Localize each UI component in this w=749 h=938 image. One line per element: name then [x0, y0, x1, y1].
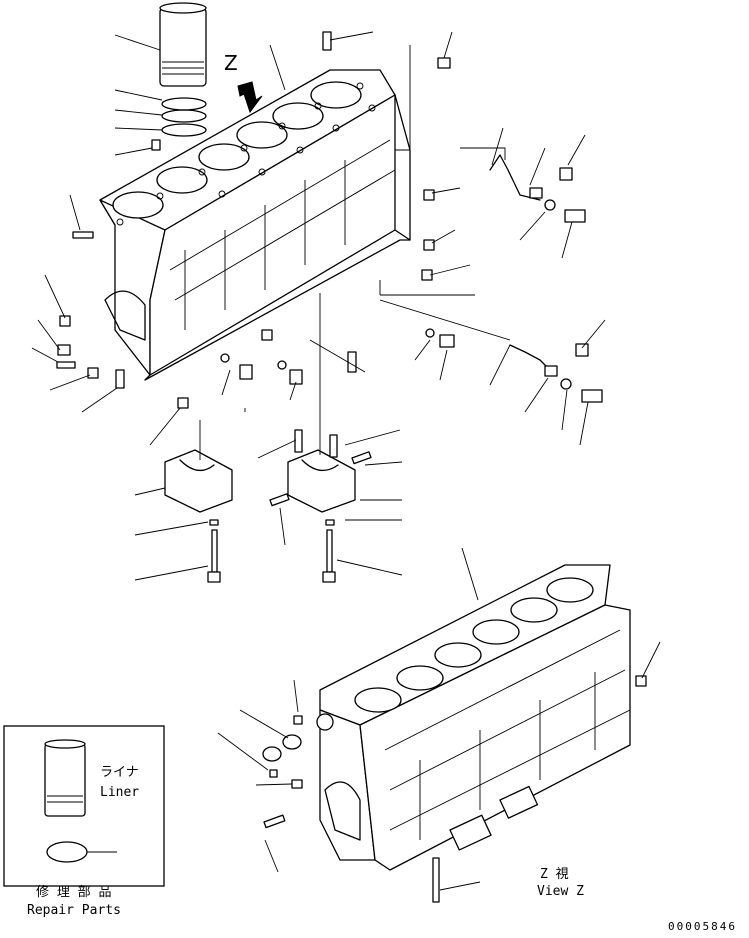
view-z-label-jp: Z 視	[540, 867, 569, 882]
liner-label-jp: ライナ	[100, 765, 139, 780]
fittings-and-plugs	[56, 31, 455, 409]
repair-liner-drawing	[44, 739, 117, 863]
view-z-bores	[354, 577, 594, 713]
repair-parts-title-jp: 修 理 部 品	[36, 885, 111, 900]
main-bearing-cap-left	[164, 449, 233, 583]
oil-jet-assemblies	[489, 154, 603, 403]
repair-parts-inset: ライナ Liner 修 理 部 品 Repair Parts	[3, 725, 165, 918]
deck-bolt-holes	[116, 82, 376, 226]
repair-parts-title-en: Repair Parts	[27, 903, 121, 918]
leader-lines-upper	[31, 31, 606, 581]
drawing-number: 00005846	[668, 920, 737, 933]
main-bearing-cap-right	[269, 429, 372, 583]
leader-lines-lower	[217, 547, 661, 891]
view-marker-label: Z	[224, 51, 238, 75]
liner-label-en: Liner	[100, 785, 139, 800]
view-z-label-en: View Z	[537, 884, 584, 899]
main-cylinder-block	[99, 69, 411, 381]
view-z-cylinder-block	[262, 564, 647, 903]
cylinder-bores	[112, 81, 362, 219]
cylinder-liner-exploded	[151, 2, 207, 151]
view-z-arrow: Z	[224, 51, 263, 114]
